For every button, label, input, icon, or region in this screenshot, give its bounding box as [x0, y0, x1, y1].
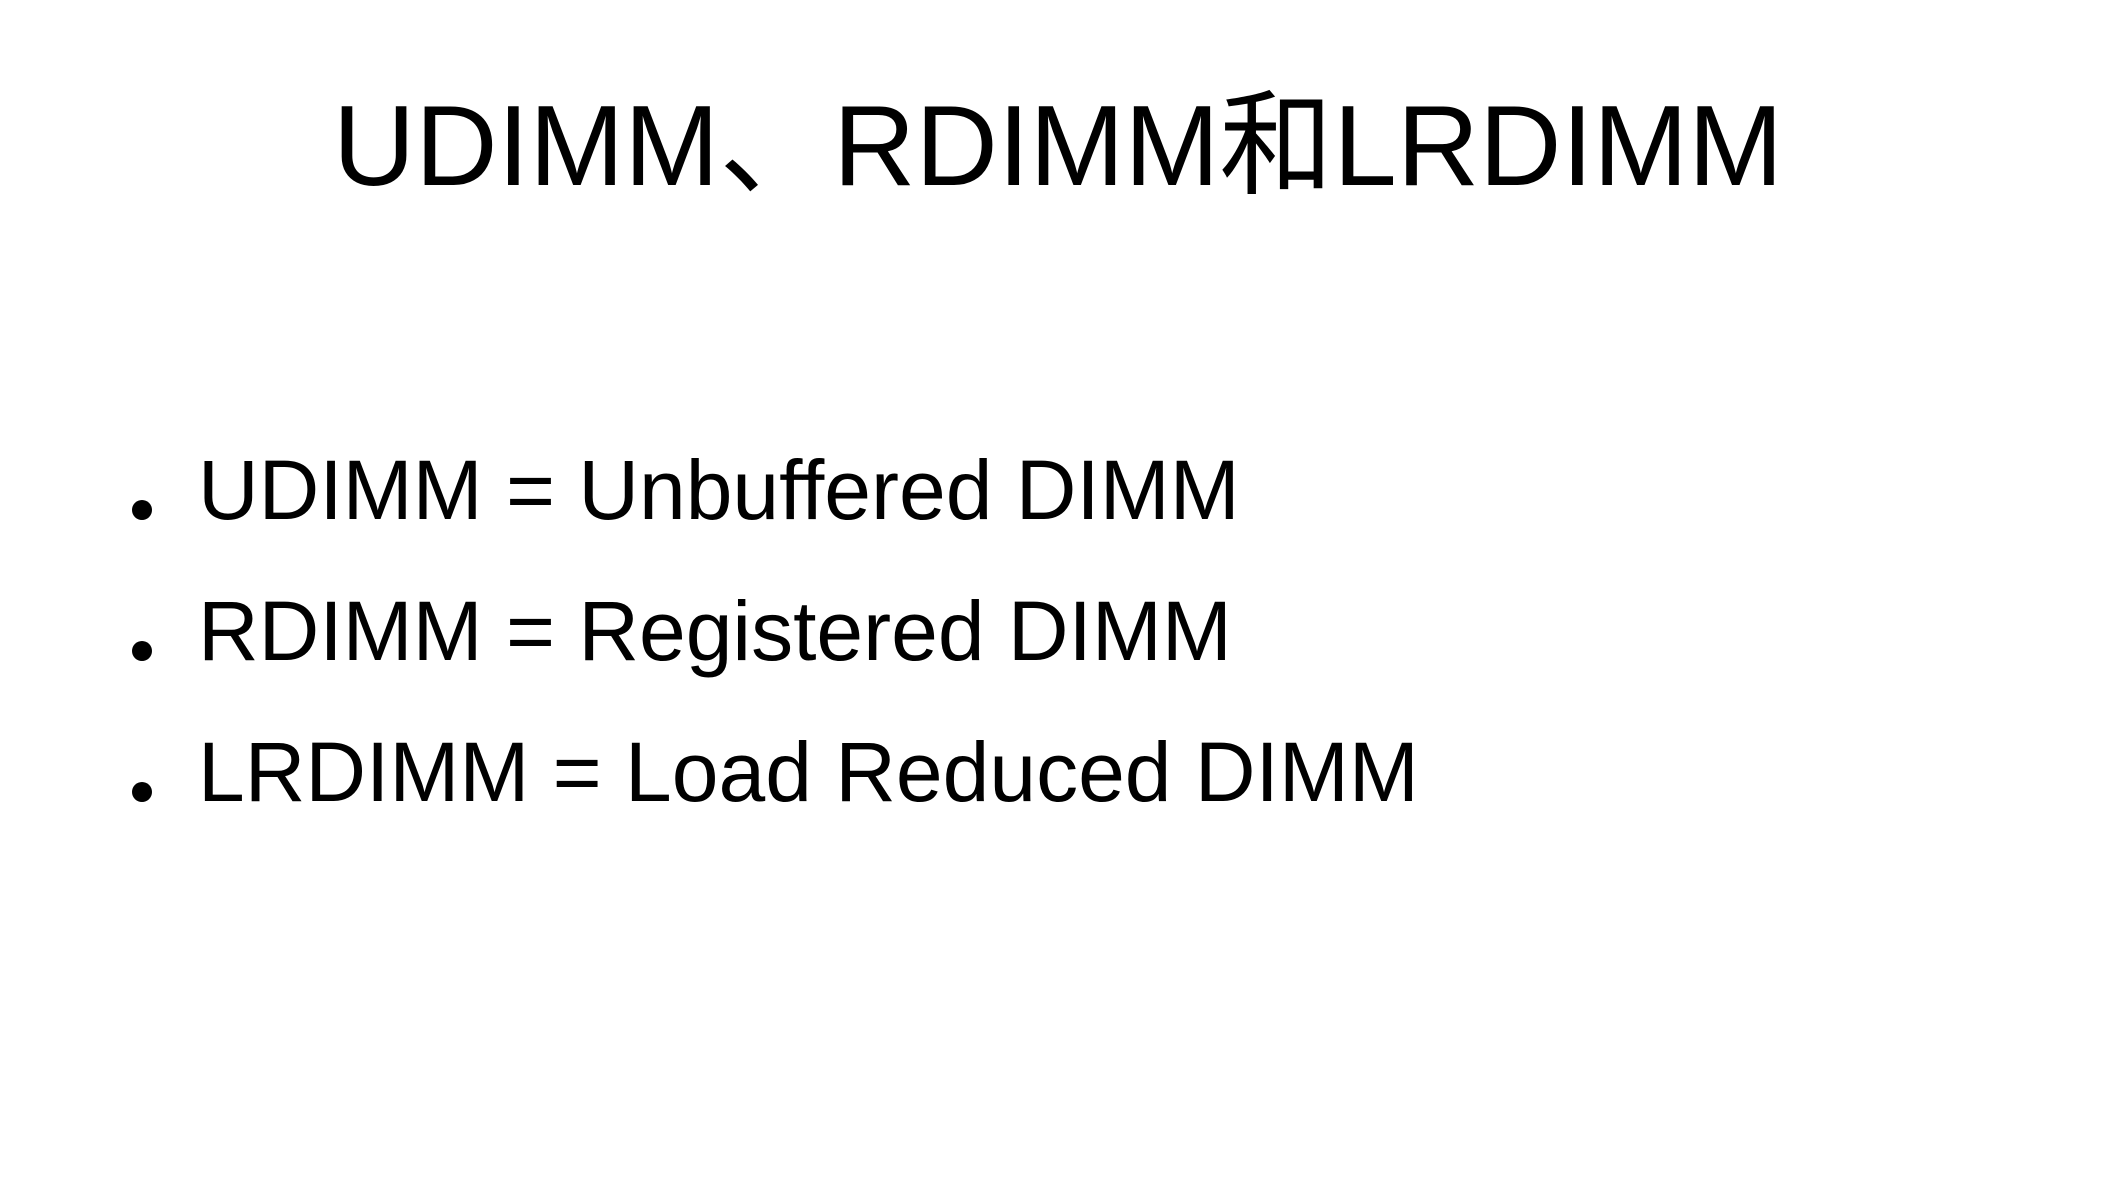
- bullet-dot-icon: [132, 641, 152, 661]
- bullet-dot-icon: [132, 782, 152, 802]
- bullet-text: LRDIMM = Load Reduced DIMM: [198, 725, 1419, 819]
- bullet-text: UDIMM = Unbuffered DIMM: [198, 443, 1240, 537]
- bullet-dot-icon: [132, 500, 152, 520]
- slide-title: UDIMM、RDIMM和LRDIMM: [332, 83, 1784, 210]
- bullet-text: RDIMM = Registered DIMM: [198, 584, 1232, 678]
